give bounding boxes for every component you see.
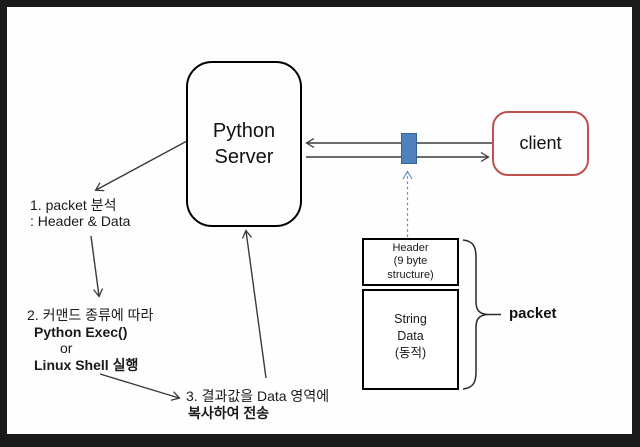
packet-header-box: Header (9 byte structure) <box>362 238 459 286</box>
packet-connector-rect <box>401 133 417 164</box>
step2-text: 2. 커맨드 종류에 따라 Python Exec() or Linux She… <box>27 307 154 373</box>
client-label: client <box>519 133 562 153</box>
arrow-step2-to-step3 <box>99 373 181 401</box>
arrow-step3-to-server <box>241 229 267 379</box>
packet-brace-label: packet <box>509 305 557 322</box>
arrow-step1-to-step2 <box>90 235 104 298</box>
packet-brace <box>462 239 488 390</box>
packet-data-box: String Data (동적) <box>362 289 459 390</box>
arrow-server-to-step1 <box>94 140 188 192</box>
python-server-label: Python Server <box>212 120 276 168</box>
python-server-node: Python Server <box>186 61 302 227</box>
step3-text: 3. 결과값을 Data 영역에 복사하여 전송 <box>186 388 330 421</box>
client-node: client <box>492 111 589 176</box>
step1-text: 1. packet 분석 : Header & Data <box>30 197 131 229</box>
diagram-canvas <box>7 7 632 434</box>
